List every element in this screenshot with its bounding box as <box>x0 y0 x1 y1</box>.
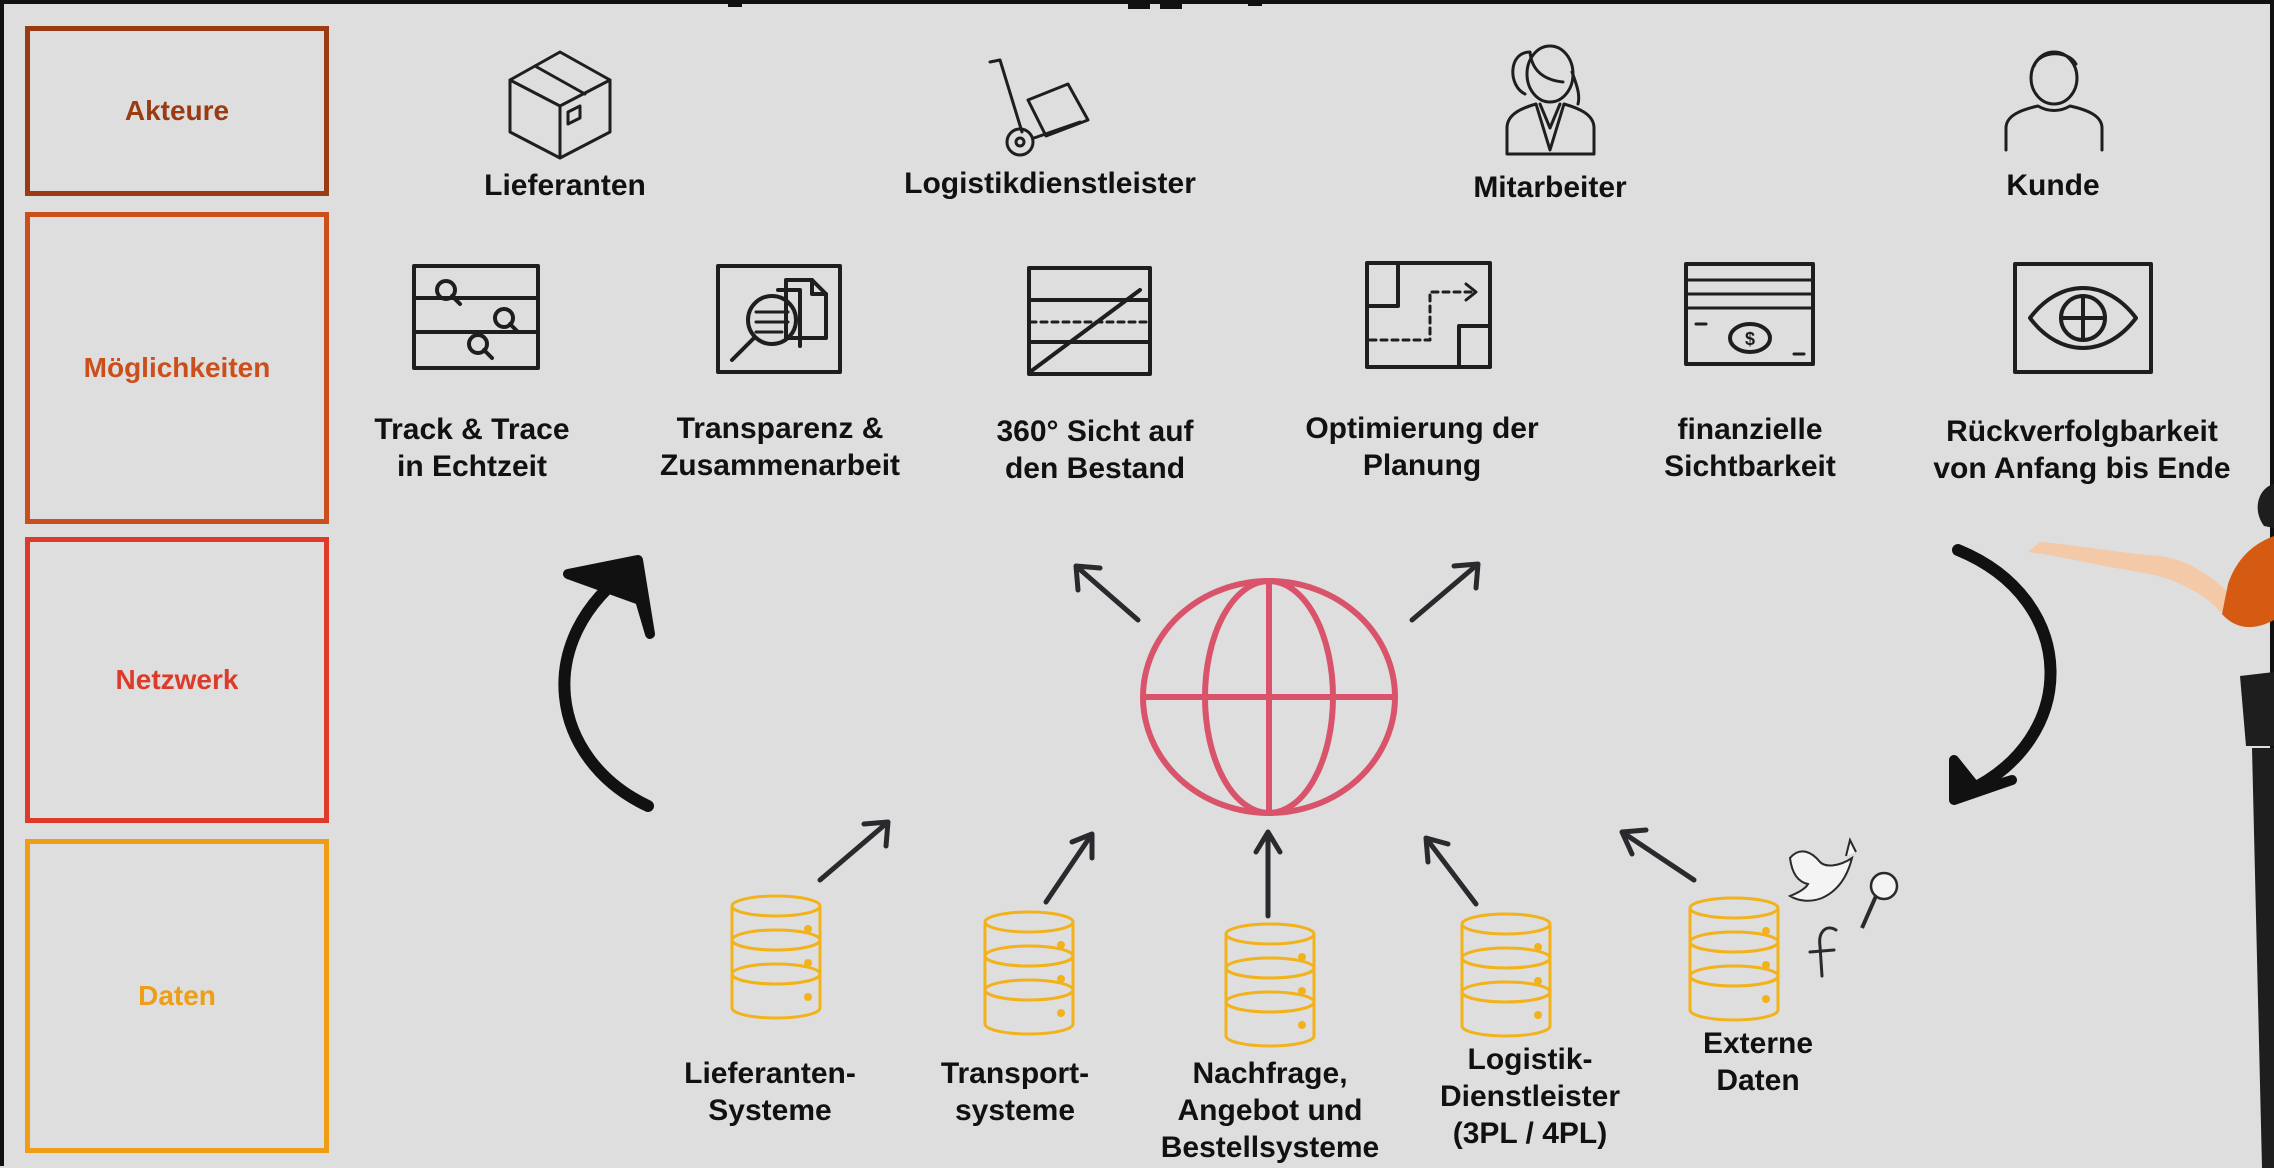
capability-track-trace: Track & Trace in Echtzeit <box>374 413 570 483</box>
money-icon <box>1684 262 1815 366</box>
cropped-title-fragment <box>728 0 1262 9</box>
band-netzwerk: Netzwerk <box>25 537 329 823</box>
presenter-figure <box>2028 484 2274 1168</box>
capability-360-sicht: 360° Sicht auf den Bestand <box>996 415 1194 485</box>
capability-optimierung: Optimierung der Planung <box>1305 412 1539 482</box>
hand-truck-icon <box>988 58 1090 157</box>
actor-label-lieferanten: Lieferanten <box>484 169 646 202</box>
data-source-lieferanten-systeme: Lieferanten- Systeme <box>684 1057 856 1127</box>
female-worker-icon <box>1505 44 1596 156</box>
band-label: Netzwerk <box>115 664 239 695</box>
box-icon <box>508 50 612 160</box>
database-icon <box>1460 912 1552 1038</box>
database-icon <box>983 910 1075 1036</box>
customer-icon <box>2004 50 2104 152</box>
capability-finanzielle-sichtbarkeit: finanzielle Sichtbarkeit <box>1664 413 1836 483</box>
curved-arrow-up <box>558 562 654 812</box>
actor-label-kunde: Kunde <box>2006 169 2100 202</box>
actor-label-logistikdienstleister: Logistikdienstleister <box>904 167 1196 200</box>
database-icon <box>1688 896 1780 1022</box>
curved-arrow-down <box>1952 544 2057 798</box>
data-source-logistik-dienstleister: Logistik- Dienstleister (3PL / 4PL) <box>1439 1043 1621 1150</box>
twitter-icon <box>1787 837 1857 902</box>
capability-rueckverfolgbarkeit: Rückverfolgbarkeit von Anfang bis Ende <box>1933 415 2231 485</box>
document-search-icon <box>716 264 842 374</box>
data-source-externe-daten: Externe Daten <box>1702 1027 1814 1097</box>
tracking-sliders-icon <box>412 264 540 370</box>
actor-label-mitarbeiter: Mitarbeiter <box>1473 171 1627 204</box>
globe-icon <box>1140 578 1398 816</box>
band-label: Daten <box>138 980 216 1011</box>
capability-transparenz: Transparenz & Zusammenarbeit <box>659 412 901 482</box>
cycle-arrows <box>558 544 2057 812</box>
flow-arrows <box>817 561 1697 919</box>
route-plan-icon <box>1365 261 1492 369</box>
band-daten: Daten <box>25 839 329 1153</box>
eye-target-icon <box>2013 262 2153 374</box>
band-moeglichkeiten: Möglichkeiten <box>25 212 329 524</box>
dollar-sign: $ <box>1745 329 1755 349</box>
inventory-view-icon <box>1027 266 1152 376</box>
facebook-icon <box>1808 926 1838 978</box>
search-icon <box>1860 871 1899 929</box>
band-label: Akteure <box>124 95 230 126</box>
band-label: Möglichkeiten <box>83 352 271 383</box>
database-icon <box>1224 922 1316 1048</box>
database-icon <box>730 894 822 1020</box>
data-source-transportsysteme: Transport- systeme <box>940 1057 1090 1127</box>
data-source-nachfrage-angebot-bestell: Nachfrage, Angebot und Bestellsysteme <box>1160 1057 1380 1164</box>
arrowhead-down <box>1949 755 2017 805</box>
band-akteure: Akteure <box>25 26 329 196</box>
arrowhead-up <box>563 555 655 639</box>
database-group <box>730 894 1780 1048</box>
